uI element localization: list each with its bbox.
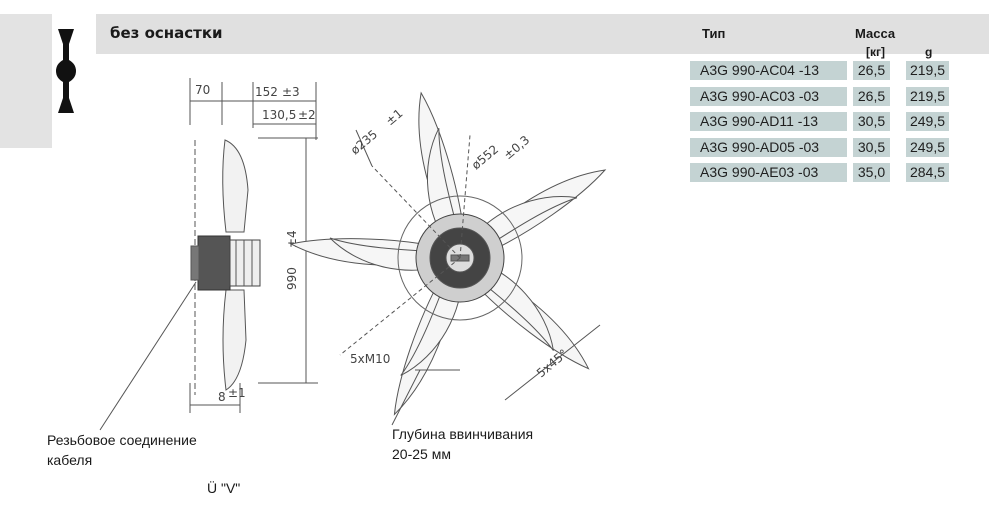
fan-pictogram-icon — [56, 29, 76, 113]
fan-side-view — [99, 78, 318, 431]
dim-152: 152 — [255, 85, 278, 99]
dim-130: 130,5 — [262, 108, 296, 122]
view-label: Ü "V" — [207, 480, 241, 496]
depth-note-line2: 20-25 мм — [392, 446, 451, 462]
dim-diameter-235: ø235 — [348, 127, 380, 157]
cable-note-line1: Резьбовое соединение — [47, 432, 197, 448]
mass-column-header: Масса — [855, 26, 896, 41]
mass-kg-cell: 26,5 — [853, 61, 890, 80]
dim-diameter-552-tolerance: ±0,3 — [501, 133, 532, 162]
dim-5xm10: 5xM10 — [350, 352, 390, 366]
mass-kg-cell: 26,5 — [853, 86, 890, 106]
mass-g-cell: 219,5 — [906, 61, 949, 80]
mass-kg-cell: 30,5 — [853, 137, 890, 157]
mass-kg-cell: 30,5 — [853, 112, 890, 131]
depth-note-line1: Глубина ввинчивания — [392, 426, 534, 442]
dim-diameter-552: ø552 — [469, 142, 501, 172]
type-cell: A3G 990-AE03 -03 — [690, 163, 847, 182]
mass-g-cell: 284,5 — [906, 163, 949, 182]
cable-connection-note: Резьбовое соединение кабеля — [47, 430, 197, 470]
dim-8: 8 — [218, 390, 226, 404]
mass-g-cell: 249,5 — [906, 137, 949, 157]
cable-note-line2: кабеля — [47, 452, 93, 468]
type-cell: A3G 990-AC03 -03 — [690, 86, 847, 106]
dim-990: 990 — [285, 267, 299, 290]
mass-g-cell: 249,5 — [906, 112, 949, 131]
header-bar — [96, 14, 989, 54]
unit-g-label: g — [925, 45, 933, 59]
screw-depth-note: Глубина ввинчивания 20-25 мм — [392, 424, 533, 464]
dim-70: 70 — [195, 83, 210, 97]
dim-diameter-235-tolerance: ±1 — [383, 106, 406, 128]
dim-152-tolerance: ±3 — [282, 85, 300, 99]
type-cell: A3G 990-AD05 -03 — [690, 137, 847, 157]
mass-kg-cell: 35,0 — [853, 163, 890, 182]
side-tab — [0, 14, 52, 148]
dim-130-tolerance: ±2 — [298, 108, 316, 122]
type-cell: A3G 990-AD11 -13 — [690, 112, 847, 131]
dim-8-tolerance: ±1 — [228, 386, 246, 400]
mass-g-cell: 219,5 — [906, 86, 949, 106]
fan-front-view — [289, 91, 607, 426]
section-title: без оснастки — [110, 24, 223, 42]
unit-kg-label: [кг] — [866, 45, 885, 59]
type-column-header: Тип — [702, 26, 726, 41]
dim-angle: 5x45° — [534, 346, 571, 380]
type-cell: A3G 990-AC04 -13 — [690, 61, 847, 80]
